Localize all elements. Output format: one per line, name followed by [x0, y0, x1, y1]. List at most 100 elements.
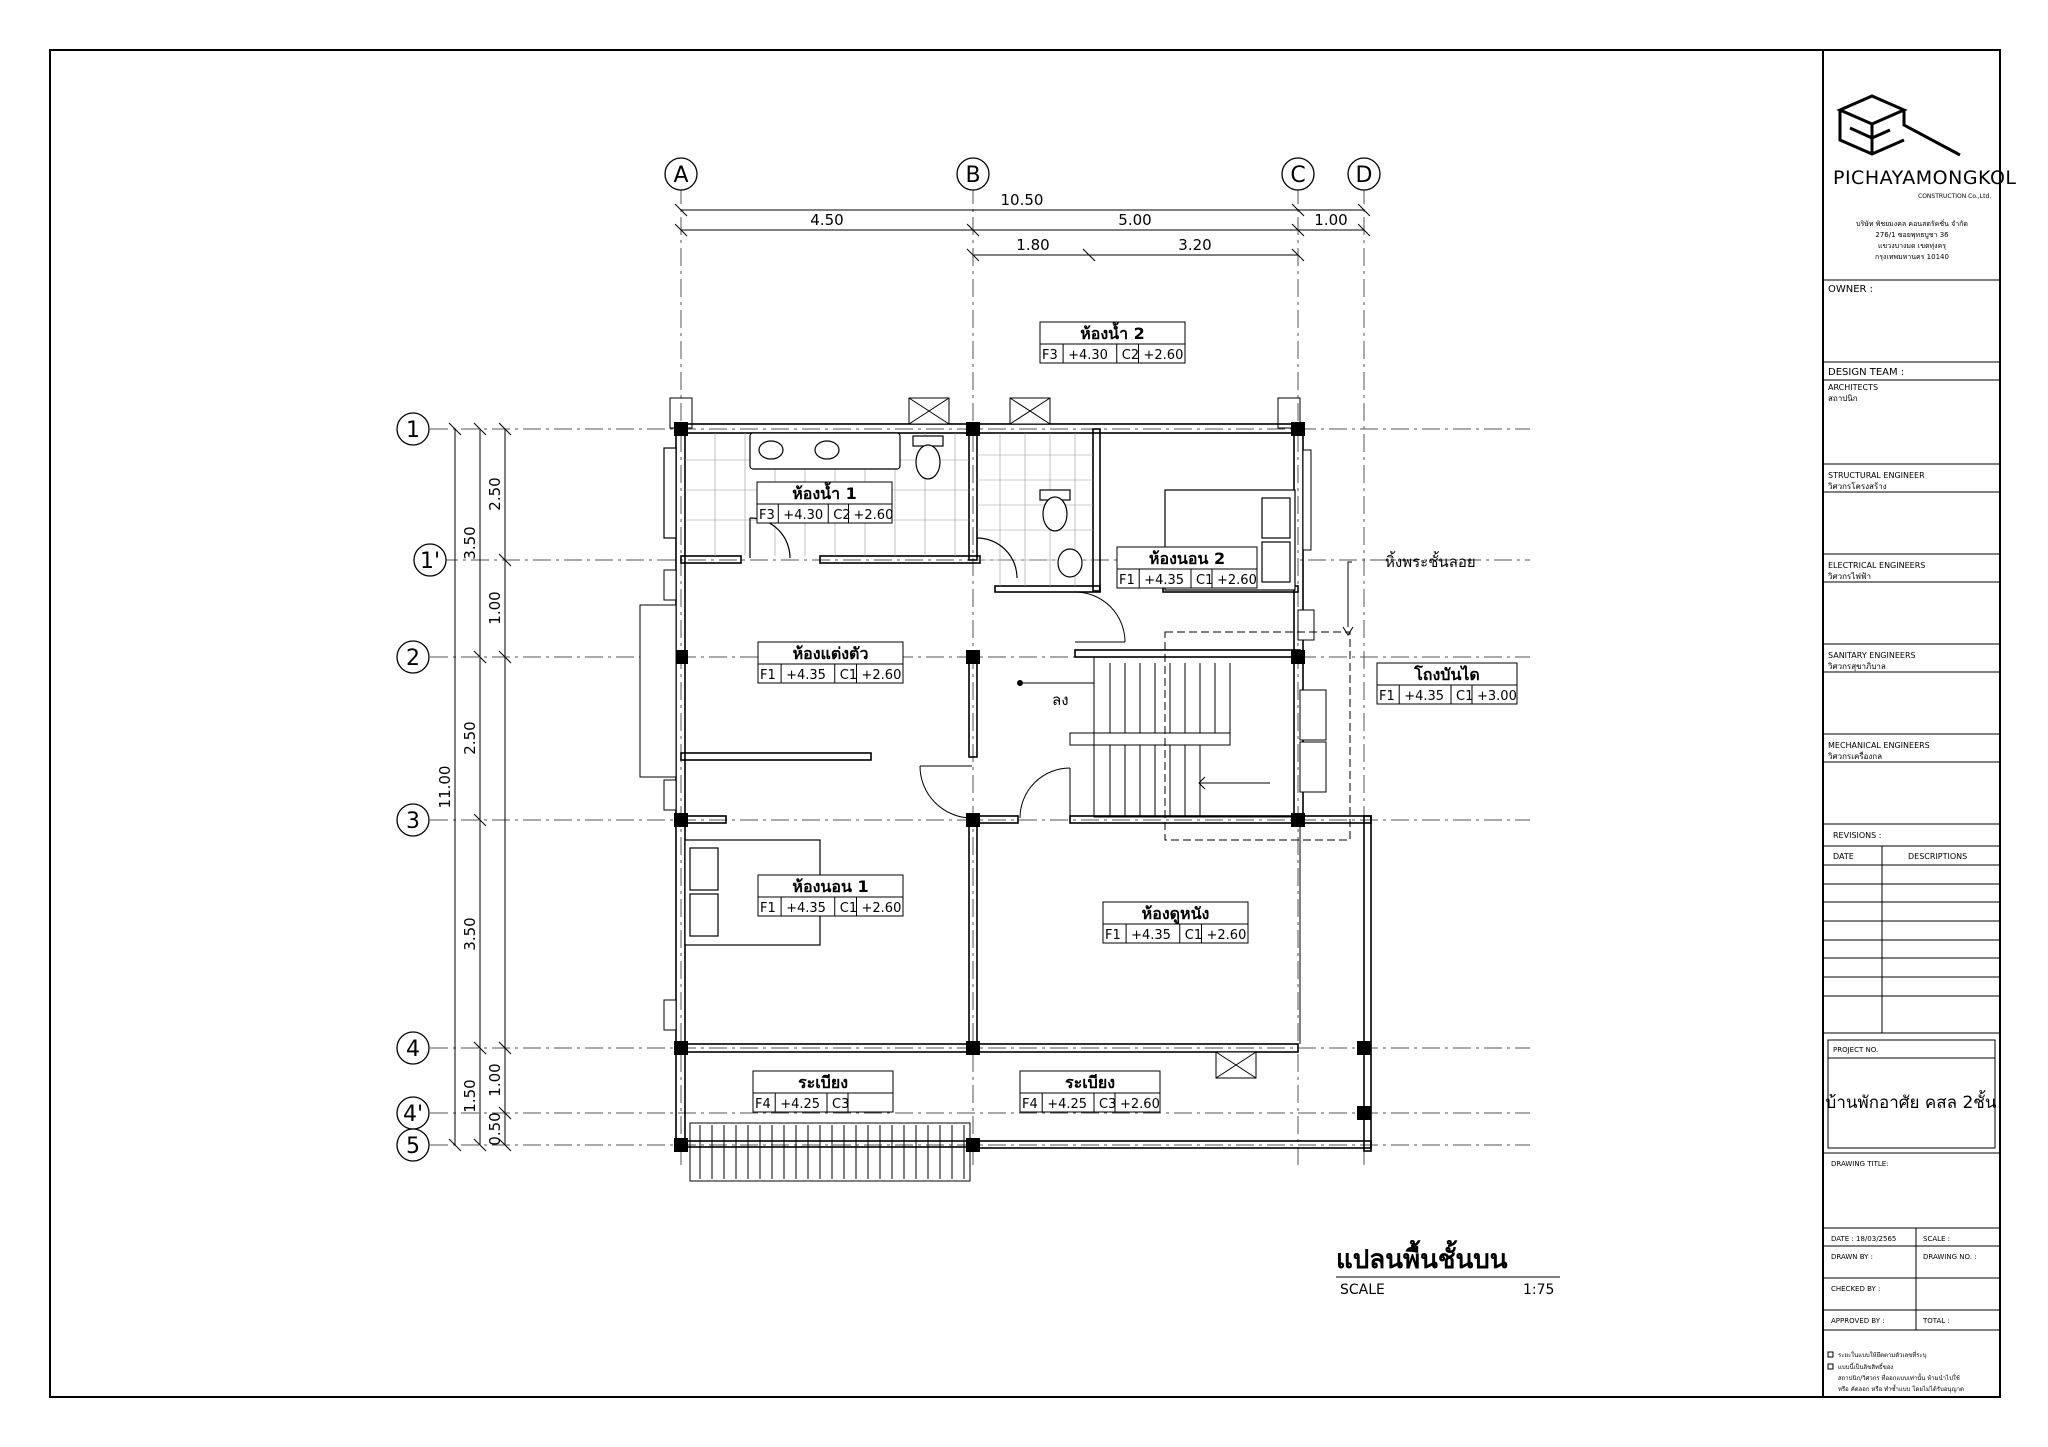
- svg-text:หรือ คัดลอก หรือ ทำซ้ำแบบ โดยไ: หรือ คัดลอก หรือ ทำซ้ำแบบ โดยไม่ได้รับอน…: [1838, 1383, 1964, 1393]
- room-tag-value: +3.00: [1477, 689, 1517, 704]
- dim-top-2: 5.00: [1118, 211, 1151, 229]
- drawing-scale-label: SCALE: [1340, 1282, 1385, 1298]
- drawing-scale-value: 1:75: [1523, 1282, 1554, 1298]
- company-address: บริษัท พิชยมงคล คอนสตรัคชั่น จำกัด 276/1…: [1856, 219, 1968, 261]
- room-tag-value: F1: [760, 901, 776, 916]
- room-tag-value: C1: [840, 901, 857, 916]
- revision-date-col: DATE: [1833, 852, 1854, 861]
- room-tag-value: C2: [833, 508, 850, 523]
- room-tag-value: +4.35: [1131, 928, 1171, 943]
- room-tag-value: C1: [1456, 689, 1473, 704]
- dimension-text-left: 11.00 3.50 2.50 3.50 1.50 2.50 1.00 1.00…: [436, 477, 504, 1145]
- svg-text:ระยะในแบบให้ยึดตามตัวเลขที่ระบ: ระยะในแบบให้ยึดตามตัวเลขที่ระบุ: [1838, 1351, 1927, 1359]
- room-tag-value: F4: [1022, 1097, 1038, 1112]
- svg-text:1.00: 1.00: [486, 1063, 504, 1096]
- svg-text:SANITARY ENGINEERS: SANITARY ENGINEERS: [1828, 651, 1916, 660]
- room-name: โถงบันได: [1413, 664, 1480, 684]
- room-tag-value: +4.30: [1068, 348, 1108, 363]
- room-tag-value: F1: [1119, 573, 1135, 588]
- dimension-lines-left: [448, 422, 512, 1152]
- dim-overall-top: 10.50: [1001, 191, 1044, 209]
- svg-text:C: C: [1290, 163, 1305, 188]
- room-tag-value: +2.60: [862, 901, 902, 916]
- room-tag-value: +4.35: [786, 668, 826, 683]
- room-tag-value: C1: [1196, 573, 1213, 588]
- svg-text:สถาปนิก/วิศวกร ที่ออกแบบเท่านั: สถาปนิก/วิศวกร ที่ออกแบบเท่านั้น ห้ามนำไ…: [1838, 1372, 1960, 1382]
- grid-bubble-B: B: [956, 157, 990, 191]
- room-tag-value: +2.60: [1217, 573, 1257, 588]
- room-tag-value: +2.60: [862, 668, 902, 683]
- room-tag-value: +2.60: [854, 508, 894, 523]
- total-label: TOTAL :: [1922, 1317, 1950, 1325]
- company-subtitle: CONSTRUCTION Co.,Ltd.: [1918, 193, 1991, 200]
- svg-text:4: 4: [406, 1037, 420, 1062]
- room-tag-value: C1: [840, 668, 857, 683]
- room-tag-value: +4.35: [1404, 689, 1444, 704]
- design-team-label: DESIGN TEAM :: [1828, 367, 1904, 378]
- svg-text:D: D: [1356, 163, 1373, 188]
- dim-sub-2: 3.20: [1178, 236, 1211, 254]
- room-tag-value: +2.60: [1144, 348, 1184, 363]
- grid-bubble-1prime: 1': [413, 543, 447, 577]
- project-no-label: PROJECT NO.: [1833, 1046, 1878, 1054]
- svg-text:B: B: [965, 163, 980, 188]
- room-tag-value: +4.35: [1144, 573, 1184, 588]
- svg-text:4': 4': [403, 1102, 423, 1127]
- balcony-railing: [689, 1122, 971, 1182]
- room-tag-value: +2.60: [1207, 928, 1247, 943]
- grid-bubble-3: 3: [396, 803, 430, 837]
- dim-top-1: 4.50: [810, 211, 843, 229]
- project-name: บ้านพักอาศัย คสล 2ชั้น: [1826, 1090, 1997, 1113]
- svg-text:1.00: 1.00: [486, 591, 504, 624]
- svg-text:1': 1': [420, 549, 440, 574]
- room-tag-value: C3: [832, 1097, 849, 1112]
- columns: [674, 422, 1371, 1152]
- title-block: [1823, 279, 2000, 1331]
- svg-text:บริษัท พิชยมงคล คอนสตรัคชั่น จ: บริษัท พิชยมงคล คอนสตรัคชั่น จำกัด: [1856, 219, 1968, 228]
- svg-text:กรุงเทพมหานคร 10140: กรุงเทพมหานคร 10140: [1875, 253, 1949, 261]
- grid-bubble-D: D: [1347, 157, 1381, 191]
- dimension-lines-top: [674, 203, 1371, 262]
- room-tag-value: C1: [1185, 928, 1202, 943]
- doors: [919, 591, 1301, 1044]
- svg-text:3: 3: [406, 809, 420, 834]
- shrine-annotation: หิ้งพระชั้นลอย: [1385, 551, 1476, 571]
- stair-down-label: ลง: [1052, 691, 1069, 709]
- shrine-leader: [1342, 561, 1354, 636]
- room-tag-value: +2.60: [1120, 1097, 1160, 1112]
- stair: [1017, 631, 1351, 841]
- svg-text:วิศวกรเครื่องกล: วิศวกรเครื่องกล: [1827, 750, 1882, 761]
- column-outlines: [669, 397, 1301, 429]
- grid-bubble-C: C: [1281, 157, 1315, 191]
- svg-text:วิศวกรโครงสร้าง: วิศวกรโครงสร้าง: [1827, 481, 1886, 491]
- room-tag-value: +4.25: [1047, 1097, 1087, 1112]
- svg-text:2: 2: [406, 646, 420, 671]
- revision-desc-col: DESCRIPTIONS: [1908, 852, 1967, 861]
- grid-bubble-4: 4: [396, 1031, 430, 1065]
- svg-text:1: 1: [406, 418, 420, 443]
- checked-by-label: CHECKED BY :: [1831, 1285, 1880, 1293]
- room-tag-value: F3: [759, 508, 775, 523]
- drawing-title: แปลนพื้นชั้นบน: [1336, 1239, 1508, 1275]
- grid-bubbles-columns: A B C D: [664, 157, 1381, 191]
- grid-bubble-A: A: [664, 157, 698, 191]
- owner-label: OWNER :: [1828, 284, 1873, 295]
- scale-label: SCALE :: [1923, 1235, 1950, 1243]
- room-tag-value: F1: [1379, 689, 1395, 704]
- revisions-label: REVISIONS :: [1833, 831, 1881, 840]
- sheet-border: [49, 49, 2001, 1398]
- grid-lines: [430, 186, 1530, 1170]
- approved-by-label: APPROVED BY :: [1831, 1317, 1885, 1325]
- room-name: ระเบียง: [1065, 1073, 1115, 1092]
- svg-text:ARCHITECTS: ARCHITECTS: [1828, 383, 1878, 392]
- svg-text:2.50: 2.50: [461, 721, 479, 754]
- dim-top-3: 1.00: [1314, 211, 1347, 229]
- room-name: ระเบียง: [798, 1073, 848, 1092]
